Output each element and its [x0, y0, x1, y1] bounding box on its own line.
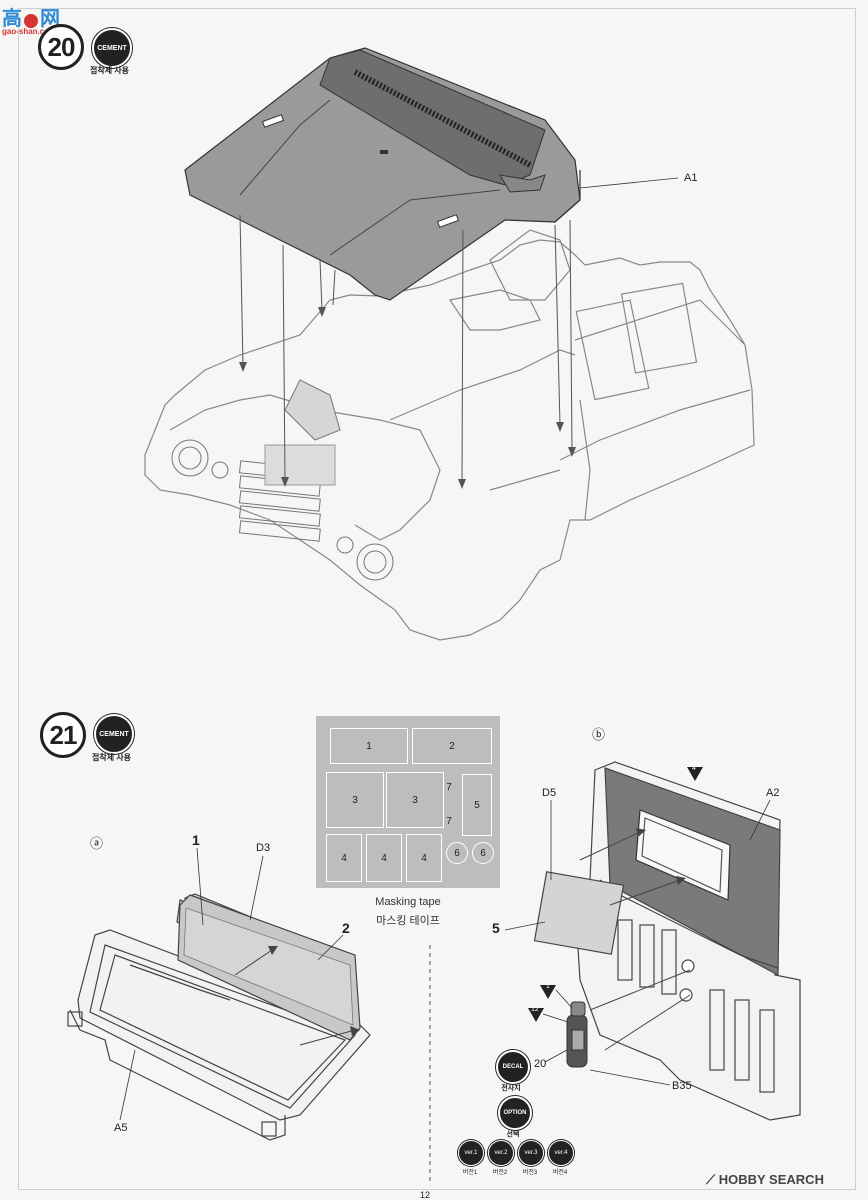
- cement-label-21: CEMENT: [99, 730, 129, 738]
- masking-tape-sheet: 1 2 3 3 5 4 4 4 6 6 7 7: [316, 716, 500, 888]
- part-label-a2: A2: [766, 787, 780, 799]
- marker-label-12: 12: [531, 1006, 539, 1013]
- step-21-cement-caption: 접착제 사용: [92, 753, 132, 762]
- version-label: ver.1: [464, 1150, 478, 1156]
- part-label-20: 20: [534, 1058, 547, 1070]
- step-21-cement-badge: CEMENT: [94, 714, 134, 754]
- part-label-d3: D3: [256, 842, 271, 854]
- part-label-5: 5: [492, 920, 500, 936]
- mask-piece: 4: [406, 834, 442, 882]
- hobby-search-watermark: ⟋ HOBBY SEARCH: [706, 1172, 824, 1188]
- version-badge-1: ver.1: [458, 1140, 484, 1166]
- watermark-url: gao-shan.com: [2, 27, 57, 36]
- mask-piece: 4: [366, 834, 402, 882]
- page-number: 12: [420, 1190, 431, 1200]
- version-caption-2: 버전2: [492, 1170, 508, 1176]
- step-21b-arrowheads: [636, 828, 686, 885]
- masking-caption-kr: 마스킹 테이프: [376, 915, 440, 927]
- mask-piece: 1: [330, 728, 408, 764]
- hobby-search-icon: ⟋: [706, 1172, 716, 1187]
- step-21a-arrows: [234, 949, 356, 1046]
- cement-label: CEMENT: [97, 44, 127, 52]
- page-border: [18, 8, 856, 1190]
- substep-b-label: ⓑ: [592, 727, 606, 742]
- mask-piece: 6: [446, 842, 468, 864]
- glass-panel: [177, 894, 361, 1041]
- mask-piece: 7: [446, 781, 452, 793]
- grille: [171, 379, 394, 581]
- mask-piece: 3: [326, 772, 384, 828]
- version-label: ver.3: [524, 1150, 538, 1156]
- option-caption: 선택: [506, 1131, 520, 1138]
- version-label: ver.2: [494, 1150, 508, 1156]
- version-caption-4: 버전4: [552, 1170, 568, 1176]
- version-label: ver.4: [554, 1150, 568, 1156]
- step-21b-leaders: [504, 799, 771, 1086]
- step-20-cement-caption: 접착제 사용: [90, 66, 130, 75]
- assembly-arrows: [239, 214, 573, 483]
- part-label-a5: A5: [114, 1122, 128, 1134]
- part-label-2: 2: [342, 920, 350, 936]
- decal-label: DECAL: [502, 1064, 524, 1070]
- assembly-arrowheads: [239, 307, 576, 489]
- masking-caption-en: Masking tape: [375, 896, 441, 908]
- version-badge-2: ver.2: [488, 1140, 514, 1166]
- part-label-a1: A1: [684, 172, 698, 184]
- a1-leader-line: [579, 177, 679, 189]
- marker-label-1: 1: [546, 983, 550, 990]
- step-21a-arrowheads: [268, 946, 360, 1036]
- fire-extinguisher: [566, 1001, 588, 1068]
- part-label-d5: D5: [542, 787, 557, 799]
- step-20-cement-badge: CEMENT: [92, 28, 132, 68]
- part-label-1: 1: [192, 832, 200, 848]
- step-20-number: 20: [47, 31, 76, 62]
- option-label: OPTION: [503, 1110, 527, 1116]
- hood-part-a1: [184, 47, 581, 301]
- watermark-char-1: 高: [2, 8, 22, 30]
- mask-piece: 3: [386, 772, 444, 828]
- version-badge-4: ver.4: [548, 1140, 574, 1166]
- mask-piece: 6: [472, 842, 494, 864]
- version-caption-3: 버전3: [522, 1170, 538, 1176]
- decal-badge: DECAL: [496, 1050, 530, 1084]
- mask-piece: 4: [326, 834, 362, 882]
- hobby-search-label: HOBBY SEARCH: [718, 1172, 824, 1187]
- option-badge: OPTION: [498, 1096, 532, 1130]
- step-21b-arrows: [579, 831, 691, 1051]
- mask-piece: 7: [446, 815, 452, 827]
- step-20-drawing: [144, 47, 755, 641]
- watermark-dot: [24, 13, 38, 28]
- part-label-b35: B35: [672, 1080, 692, 1092]
- step-21-number: 21: [49, 719, 78, 750]
- mask-piece: 5: [462, 774, 492, 836]
- step-21-badge: 21: [40, 712, 86, 758]
- version-caption-1: 버전1: [462, 1170, 478, 1176]
- step-21a-leaders: [119, 847, 344, 1121]
- decal-d5: [533, 871, 625, 955]
- marker-triangles: [528, 767, 703, 1022]
- side-panel-a2: [574, 761, 801, 1121]
- substep-a-label: ⓐ: [90, 836, 104, 851]
- decal-caption: 전사지: [501, 1085, 521, 1092]
- step-20-badge: 20: [38, 24, 84, 70]
- marker-label-4: 4: [692, 765, 696, 772]
- mask-piece: 2: [412, 728, 492, 764]
- version-badge-3: ver.3: [518, 1140, 544, 1166]
